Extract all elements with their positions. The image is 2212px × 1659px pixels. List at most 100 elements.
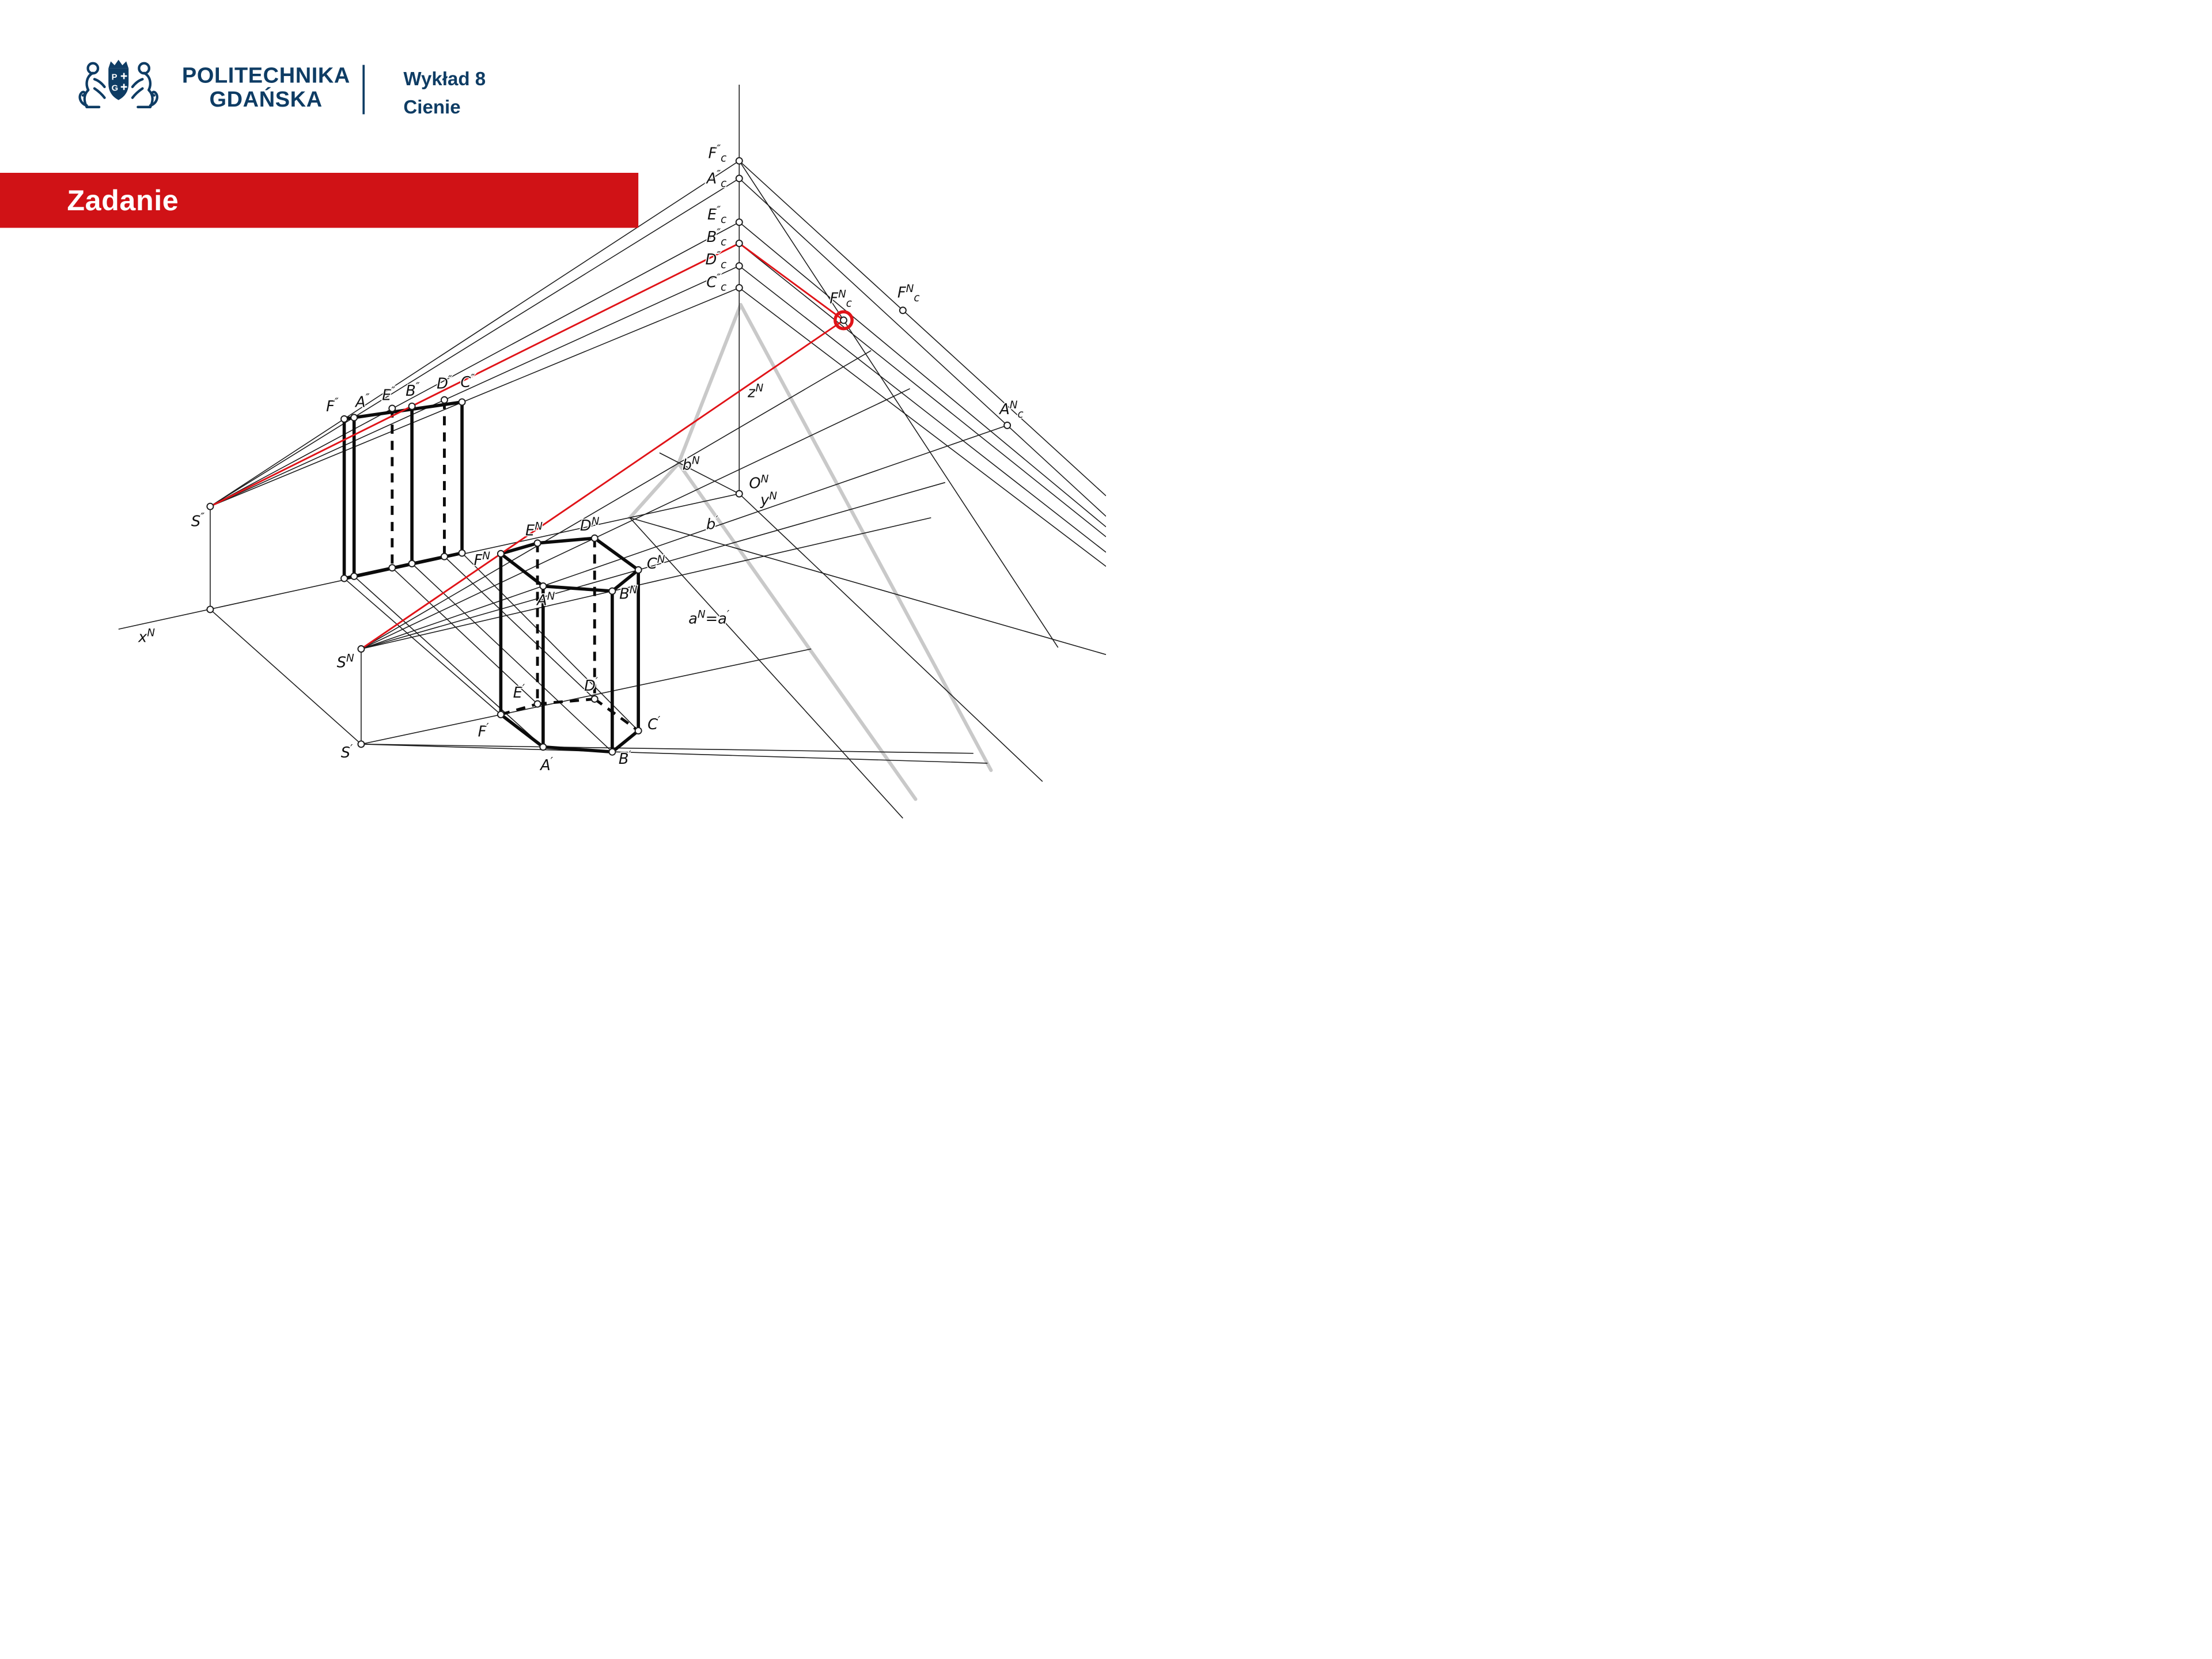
pt-A1: [539, 743, 547, 751]
pt-E2c: [735, 218, 743, 226]
light-ray-axono-E: [361, 350, 872, 650]
label-pt-C2c: C″c: [706, 272, 726, 294]
lecture-info: Wykład 8 Cienie: [403, 65, 486, 122]
red-shadow-ray-axono: [361, 319, 844, 650]
label-pt-F1: F′: [478, 722, 490, 741]
logo-monogram-p: P: [112, 73, 118, 82]
light-ray-axono-A: [361, 425, 1007, 650]
pt-AN: [539, 582, 547, 590]
pt-B2c: [735, 239, 743, 247]
pt-D2c: [735, 262, 743, 270]
label-pt-C2: C″: [460, 372, 475, 391]
label-pt-E1: E′: [513, 683, 525, 702]
label-pt-D1: D′: [584, 676, 599, 695]
pt-FN: [497, 550, 505, 558]
shadow-line-b-top: [630, 517, 1106, 656]
pt-D1: [590, 695, 599, 703]
label-pt-F2c: F″c: [708, 143, 726, 164]
prism-top-edge-CB: [611, 568, 640, 593]
pt-F2: [340, 415, 349, 423]
lecture-subtitle: Cienie: [403, 96, 461, 118]
pt-EN: [533, 539, 541, 547]
header-divider: [362, 65, 365, 115]
prism-top-edge-FE: [499, 541, 539, 556]
pt-B1: [608, 748, 616, 756]
prism-base-hidden-ED: [537, 698, 595, 706]
pt-fv-base-A: [350, 572, 358, 580]
pt-A2c: [735, 175, 743, 183]
axis-y: [738, 493, 1043, 782]
reference-line-E: [392, 567, 538, 704]
pt-C2c: [735, 284, 743, 292]
shadow-outline-gray: [676, 461, 918, 801]
label-axis-z: zN: [747, 382, 764, 402]
shadow-outline-gray: [628, 461, 681, 520]
pg-crest-logo: P G: [63, 55, 173, 116]
prism-base-edge-AB: [541, 745, 614, 754]
label-pt-S-top: S′: [341, 743, 353, 762]
label-pt-E2: E″: [382, 385, 395, 404]
label-pt-F2: F″: [326, 396, 339, 415]
label-pt-B1: B′: [619, 749, 632, 768]
task-banner: Zadanie: [0, 172, 639, 228]
pt-fv-base-F: [340, 574, 349, 582]
label-pt-A2c: A″c: [706, 169, 727, 190]
prism-top-edge-DC: [593, 536, 640, 572]
pt-E1: [533, 700, 541, 708]
task-banner-label: Zadanie: [67, 183, 179, 217]
label-pt-B2: B″: [406, 381, 420, 400]
label-pt-D2: D″: [437, 374, 452, 393]
pt-E2: [388, 404, 396, 412]
reference-line-D: [444, 556, 595, 700]
light-ray-front-A: [210, 178, 740, 507]
prism-top-edge-AF: [499, 552, 545, 588]
pt-F1: [497, 710, 505, 718]
reference-line-A: [354, 575, 544, 748]
pt-BN: [608, 587, 616, 595]
label-line-a: aN=a′: [688, 609, 730, 628]
geometry-diagram: F″cA″cE″cB″cD″cC″cFNcFNcANcONS″SNS′F″A″E…: [118, 84, 1106, 819]
label-pt-B2c: B″c: [707, 227, 727, 248]
label-pt-D2c: D″c: [705, 249, 726, 271]
light-ray-top-F: [361, 648, 812, 745]
shadow-outline-gray: [738, 302, 993, 772]
pt-C1: [634, 727, 642, 735]
red-shadow-transfer: [738, 243, 844, 321]
logo-crown: [108, 59, 129, 69]
university-name-line2: GDAŃSKA: [209, 86, 323, 112]
pt-fv-base-D: [440, 552, 448, 560]
pt-FNc-wall: [899, 306, 907, 315]
pt-fv-base-B: [408, 559, 416, 567]
label-line-b-top: b′: [706, 514, 718, 533]
wall-fan-line-E: [738, 222, 1106, 528]
pt-S-front: [206, 502, 214, 510]
reference-line-B: [411, 563, 613, 752]
shadow-line-a: [629, 517, 903, 819]
reference-line-C: [461, 552, 639, 732]
label-pt-FNc-wall: FNc: [897, 283, 920, 304]
logo-lion-left: [78, 62, 106, 108]
prism-base-edge-BC: [611, 729, 640, 754]
label-pt-BN: BN: [619, 584, 638, 603]
label-axis-y: yN: [760, 490, 777, 509]
label-pt-DN: DN: [580, 516, 600, 535]
light-ray-front-C: [210, 287, 740, 507]
wall-fan-line-A: [738, 178, 1106, 517]
reference-line-F: [344, 578, 501, 715]
prism-base-hidden-DC: [593, 698, 639, 732]
label-pt-CN: CN: [647, 554, 665, 573]
label-pt-AN: AN: [536, 590, 555, 609]
label-pt-origin: ON: [749, 474, 768, 493]
logo-crosses: [120, 73, 127, 90]
label-pt-E2c: E″c: [707, 204, 726, 226]
pt-CN: [634, 566, 642, 574]
label-pt-ANc: ANc: [998, 399, 1023, 421]
light-ray-top-B: [361, 744, 988, 764]
pt-B2: [408, 402, 416, 410]
wall-fan-line-B: [738, 243, 1106, 537]
shadow-line-b-axono: [659, 452, 740, 494]
light-ray-top-A: [361, 744, 974, 754]
logo-shield: P G: [108, 59, 129, 100]
label-pt-S-front: S″: [191, 512, 204, 531]
highlight-ring: [834, 310, 854, 331]
